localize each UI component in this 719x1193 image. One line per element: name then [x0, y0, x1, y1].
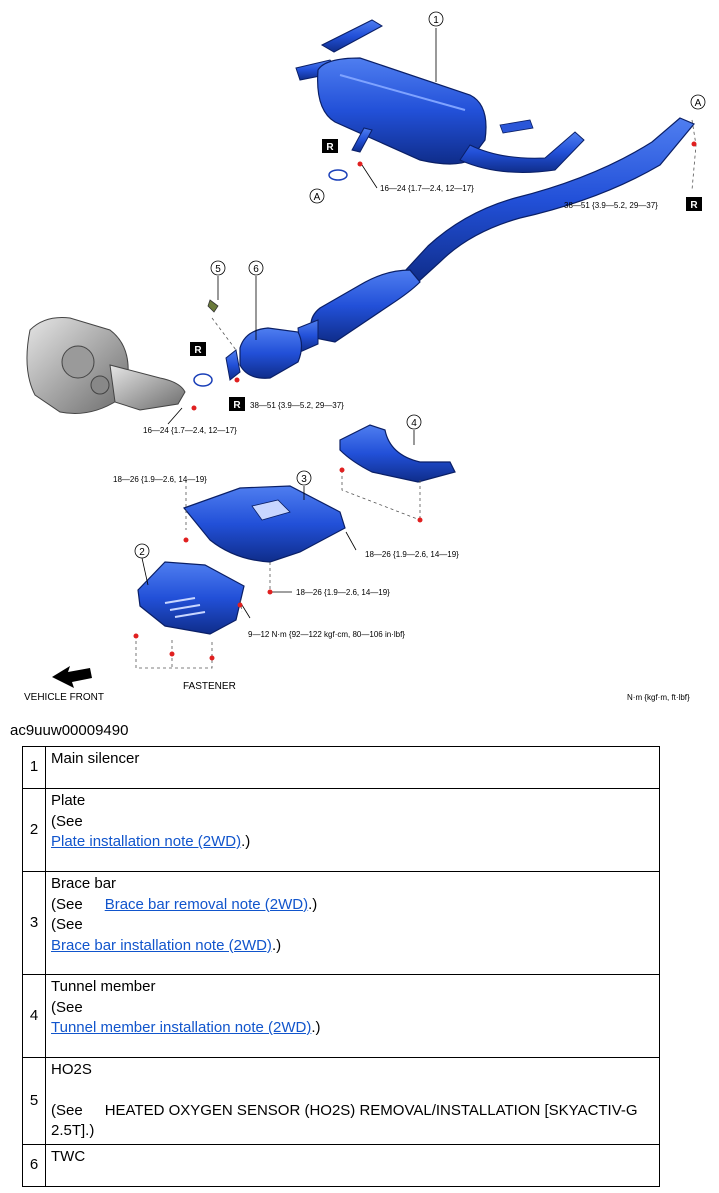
part-name: TWC [51, 1147, 86, 1165]
front-pipe-part [297, 117, 695, 353]
row-number: 6 [22, 1143, 46, 1187]
row-number: 1 [22, 746, 46, 789]
vehicle-front-label: VEHICLE FRONT [24, 692, 104, 703]
torque-markers [133, 141, 697, 661]
svg-text:A: A [695, 98, 702, 109]
part-name: Brace bar [51, 875, 117, 892]
see-text: (See [51, 1101, 83, 1119]
marker-r-rear: R [322, 139, 338, 153]
svg-text:A: A [314, 192, 321, 203]
link-tail: .) [241, 833, 251, 850]
units-label: N·m {kgf·m, ft·lbf} [627, 693, 690, 702]
link-tail: .) [271, 936, 282, 954]
gasket-front [193, 373, 213, 387]
torque-label-manifold: 16—24 {1.7—2.4, 12—17} [143, 426, 237, 435]
callout-3: 3 [296, 470, 312, 486]
fastener-label: FASTENER [183, 681, 236, 692]
brace-bar-part [182, 485, 346, 563]
svg-text:R: R [194, 345, 202, 356]
torque-label-brace-rear: 18—26 {1.9—2.6, 14—19} [296, 588, 390, 597]
callout-2: 2 [134, 543, 150, 559]
svg-text:2: 2 [139, 547, 145, 558]
row-content: Brace bar (See Brace bar removal note (2W… [45, 871, 660, 975]
tunnel-member-part [339, 424, 456, 483]
parts-table: 1 Main silencer 2 Plate (See Plate insta… [22, 746, 660, 1187]
row-content: Main silencer [45, 746, 660, 789]
callout-5: 5 [210, 260, 226, 276]
torque-label-plate: 9—12 N·m {92—122 kgf·cm, 80—106 in·lbf} [248, 630, 405, 639]
marker-r-twc: R [229, 397, 245, 411]
table-row: 1 Main silencer [22, 746, 660, 789]
vehicle-front-arrow-icon [52, 666, 92, 688]
part-name: Main silencer [51, 750, 140, 767]
torque-label-silencer: 16—24 {1.7—2.4, 12—17} [380, 184, 474, 193]
svg-text:6: 6 [253, 264, 259, 275]
part-name: HO2S [51, 1061, 92, 1078]
gasket-rear [328, 169, 348, 181]
table-row: 4 Tunnel member (See Tunnel member insta… [22, 974, 660, 1058]
svg-text:R: R [690, 200, 698, 211]
svg-text:1: 1 [433, 15, 439, 26]
ho2s-reference: HEATED OXYGEN SENSOR (HO2S) REMOVAL/INST… [51, 1101, 638, 1140]
link-tail: .) [311, 1019, 321, 1036]
row-content: Tunnel member (See Tunnel member install… [45, 974, 660, 1058]
part-name: Plate [51, 792, 86, 809]
table-row: 2 Plate (See Plate installation note (2W… [22, 788, 660, 872]
table-row: 6 TWC [22, 1143, 660, 1187]
tunnel-member-installation-link[interactable]: Tunnel member installation note (2WD) [51, 1019, 312, 1036]
table-row: 3 Brace bar (See Brace bar removal note (… [22, 871, 660, 975]
svg-text:4: 4 [411, 418, 417, 429]
main-silencer-part [295, 19, 585, 173]
row-number: 3 [22, 871, 46, 975]
torque-label-rear-joint: 38—51 {3.9—5.2, 29—37} [564, 201, 658, 210]
marker-r-right: R [686, 197, 702, 211]
svg-text:5: 5 [215, 264, 221, 275]
torque-label-brace-left: 18—26 {1.9—2.6, 14—19} [113, 475, 207, 484]
svg-text:R: R [233, 400, 241, 411]
plate-part [137, 561, 245, 635]
brace-bar-removal-link[interactable]: Brace bar removal note (2WD) [104, 895, 309, 913]
callout-1: 1 [428, 11, 444, 27]
part-name: Tunnel member [51, 978, 156, 995]
see-text: (See [51, 812, 83, 830]
torque-label-tunnel: 18—26 {1.9—2.6, 14—19} [365, 550, 459, 559]
marker-a-left: A [309, 188, 325, 204]
row-number: 4 [22, 974, 46, 1058]
marker-r-front: R [190, 342, 206, 356]
brace-bar-installation-link[interactable]: Brace bar installation note (2WD) [51, 936, 272, 954]
leader-lines [141, 28, 437, 619]
row-content: Plate (See Plate installation note (2WD)… [45, 788, 660, 872]
ho2s-part [207, 299, 219, 313]
plate-installation-link[interactable]: Plate installation note (2WD) [51, 833, 242, 850]
figure-code: ac9uuw00009490 [10, 722, 129, 739]
row-number: 5 [22, 1057, 46, 1145]
row-number: 2 [22, 788, 46, 872]
svg-text:3: 3 [301, 474, 307, 485]
see-text: (See [51, 895, 83, 913]
svg-text:R: R [326, 142, 334, 153]
see-text: (See [51, 916, 83, 933]
callout-4: 4 [406, 414, 422, 430]
link-tail: .) [308, 895, 318, 913]
twc-part [225, 327, 303, 381]
see-text: (See [51, 998, 83, 1016]
torque-label-twc: 38—51 {3.9—5.2, 29—37} [250, 401, 344, 410]
engine-part [26, 317, 186, 414]
row-content: TWC [45, 1143, 660, 1187]
marker-a-right: A [690, 94, 706, 110]
exhaust-system-diagram: 1 5 6 4 3 2 A A R R R R 16—24 {1.7—2.4, … [24, 11, 706, 703]
callout-6: 6 [248, 260, 264, 276]
